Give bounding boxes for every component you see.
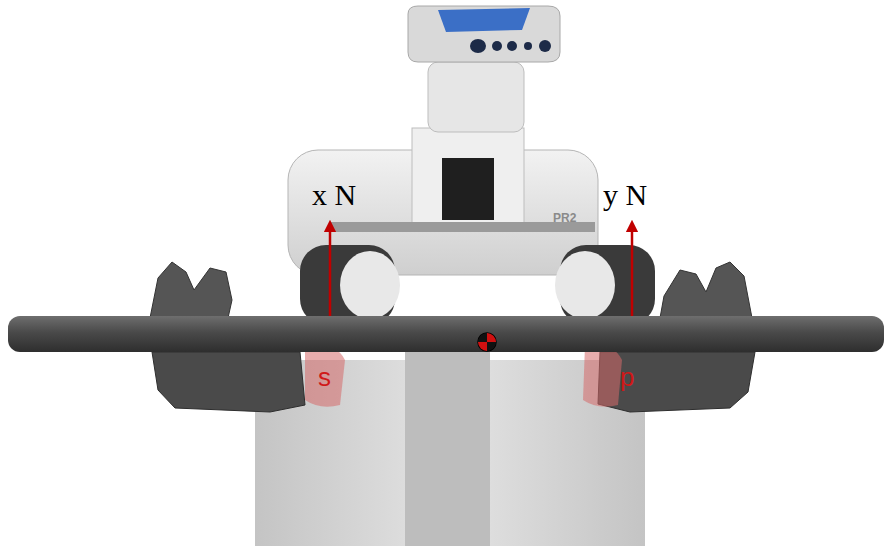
force-label: y N — [603, 180, 647, 210]
sensor-screen — [438, 8, 530, 32]
right-upper-arm — [555, 251, 615, 319]
neck-slot — [442, 158, 494, 220]
right-contact-pad — [583, 344, 622, 407]
robot-neck — [412, 128, 524, 223]
right-gripper — [660, 262, 752, 318]
force-label: x N — [312, 180, 356, 210]
sensor-lenses — [470, 39, 551, 53]
sensor-head — [408, 6, 560, 62]
left-contact-pad — [305, 344, 345, 407]
robot-logo: PR2 — [553, 212, 576, 224]
force-arrow — [631, 226, 634, 316]
torso-column — [405, 350, 490, 546]
left-upper-arm — [340, 251, 400, 319]
center-of-mass-symbol — [478, 333, 496, 351]
left-forearm — [152, 352, 305, 412]
contact-point-label: p — [620, 364, 634, 390]
force-arrow — [329, 226, 332, 316]
contact-point-label: s — [318, 364, 331, 390]
left-gripper — [150, 262, 232, 318]
head-pan — [428, 62, 524, 132]
carried-bar — [8, 316, 884, 352]
